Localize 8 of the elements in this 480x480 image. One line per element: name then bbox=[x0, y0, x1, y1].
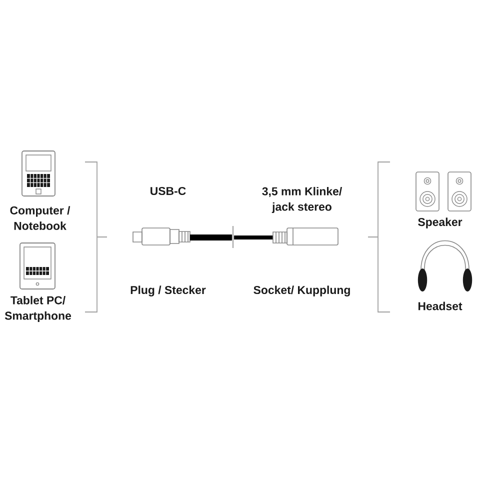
connector-label: 3,5 mm Klinke/ jack stereo bbox=[262, 186, 342, 214]
device-label: Headset bbox=[418, 302, 462, 310]
connector-label: Plug / Stecker bbox=[130, 286, 206, 296]
connector-label: Socket/ Kupplung bbox=[254, 286, 350, 296]
device-label: Tablet PC/ Smartphone bbox=[4, 296, 72, 322]
device-label: Speaker bbox=[418, 218, 462, 228]
device-label: Computer / Notebook bbox=[10, 206, 70, 230]
connector-label: USB-C bbox=[150, 186, 186, 196]
